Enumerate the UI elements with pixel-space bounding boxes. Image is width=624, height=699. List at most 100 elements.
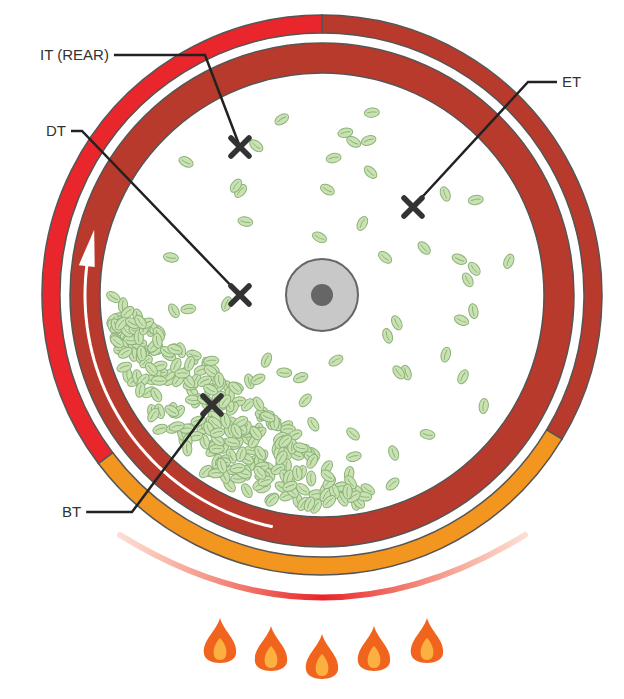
coffee-bean (305, 415, 321, 433)
probe-mark (231, 286, 249, 304)
coffee-bean (145, 406, 161, 424)
coffee-bean (163, 403, 181, 419)
coffee-bean (381, 327, 394, 344)
coffee-bean (143, 360, 160, 377)
coffee-bean (376, 249, 393, 266)
coffee-bean (228, 177, 244, 195)
drum-hub (286, 259, 358, 331)
coffee-bean (239, 482, 254, 500)
coffee-bean (292, 371, 309, 385)
coffee-bean (345, 134, 363, 149)
coffee-bean (249, 372, 267, 387)
probe-mark (203, 396, 221, 414)
coffee-bean (229, 422, 244, 440)
probe-label: ET (562, 73, 581, 91)
coffee-bean (274, 449, 290, 467)
coffee-bean (325, 152, 342, 164)
coffee-bean (149, 386, 165, 404)
coffee-bean (237, 216, 253, 228)
flame (306, 634, 338, 679)
coffee-bean (214, 372, 225, 388)
coffee-bean (166, 302, 181, 320)
coffee-bean (344, 426, 361, 443)
rotation-arrow (85, 262, 273, 527)
leader-line (114, 55, 240, 147)
coffee-bean (152, 333, 164, 349)
coffee-bean (168, 420, 185, 432)
coffee-bean (259, 351, 273, 368)
leader-line (71, 131, 240, 295)
coffee-bean (321, 493, 338, 510)
coffee-bean (116, 360, 133, 373)
coffee-bean (264, 492, 281, 509)
coffee-bean (273, 112, 291, 128)
leader-line (413, 82, 557, 207)
coffee-bean (183, 355, 197, 372)
coffee-bean (251, 395, 266, 413)
rotation-arrowhead (79, 230, 95, 267)
coffee-bean (166, 343, 183, 357)
coffee-bean (180, 304, 196, 315)
coffee-bean (259, 410, 276, 424)
heat-arc (120, 535, 525, 598)
coffee-bean (134, 382, 146, 398)
drum-wall (70, 43, 574, 547)
coffee-bean (306, 471, 316, 486)
coffee-bean (230, 463, 246, 474)
drum-shaft (311, 284, 333, 306)
coffee-bean (203, 356, 219, 366)
coffee-bean (305, 453, 320, 471)
coffee-bean (389, 314, 404, 332)
coffee-bean (439, 346, 452, 363)
probe-label: IT (REAR) (40, 46, 109, 64)
coffee-bean (136, 345, 147, 361)
coffee-bean (132, 313, 148, 331)
coffee-bean (343, 484, 352, 499)
flame (255, 626, 287, 671)
coffee-bean (455, 368, 470, 386)
coffee-bean (478, 398, 489, 414)
flame-core (368, 646, 381, 668)
coffee-bean (416, 239, 433, 256)
coffee-bean (248, 425, 264, 442)
coffee-bean (451, 252, 468, 266)
coffee-bean (276, 367, 292, 377)
flame (411, 618, 443, 663)
coffee-bean (163, 252, 179, 263)
burner-flames (204, 618, 443, 679)
coffee-bean (277, 433, 294, 450)
coffee-bean (345, 451, 362, 463)
coffee-bean (360, 134, 377, 148)
coffee-bean (302, 495, 316, 512)
coffee-bean (292, 465, 303, 481)
coffee-bean (327, 353, 345, 369)
probe-mark (231, 138, 249, 156)
coffee-bean (105, 289, 123, 305)
coffee-bean (466, 260, 483, 277)
coffee-bean (362, 164, 379, 181)
coffee-bean (177, 154, 195, 169)
coffee-bean (502, 253, 516, 270)
probe-label: DT (46, 122, 66, 140)
coffee-bean (364, 107, 380, 118)
coffee-bean (468, 303, 480, 319)
coffee-bean (319, 182, 337, 197)
probe-mark (404, 198, 422, 216)
coffee-bean (384, 476, 401, 493)
coffee-bean (227, 380, 244, 397)
flame-core (316, 654, 329, 676)
coffee-bean (355, 215, 370, 233)
flame-core (421, 638, 434, 660)
leader-line (86, 405, 212, 512)
flame (204, 618, 236, 663)
coffee-bean (453, 313, 470, 327)
coffee-bean (252, 464, 269, 481)
coffee-bean (387, 444, 401, 461)
coffee-bean (438, 185, 452, 202)
coffee-bean (292, 441, 309, 453)
coffee-bean (108, 333, 125, 350)
coffee-bean (319, 468, 337, 484)
flame-core (214, 638, 227, 660)
